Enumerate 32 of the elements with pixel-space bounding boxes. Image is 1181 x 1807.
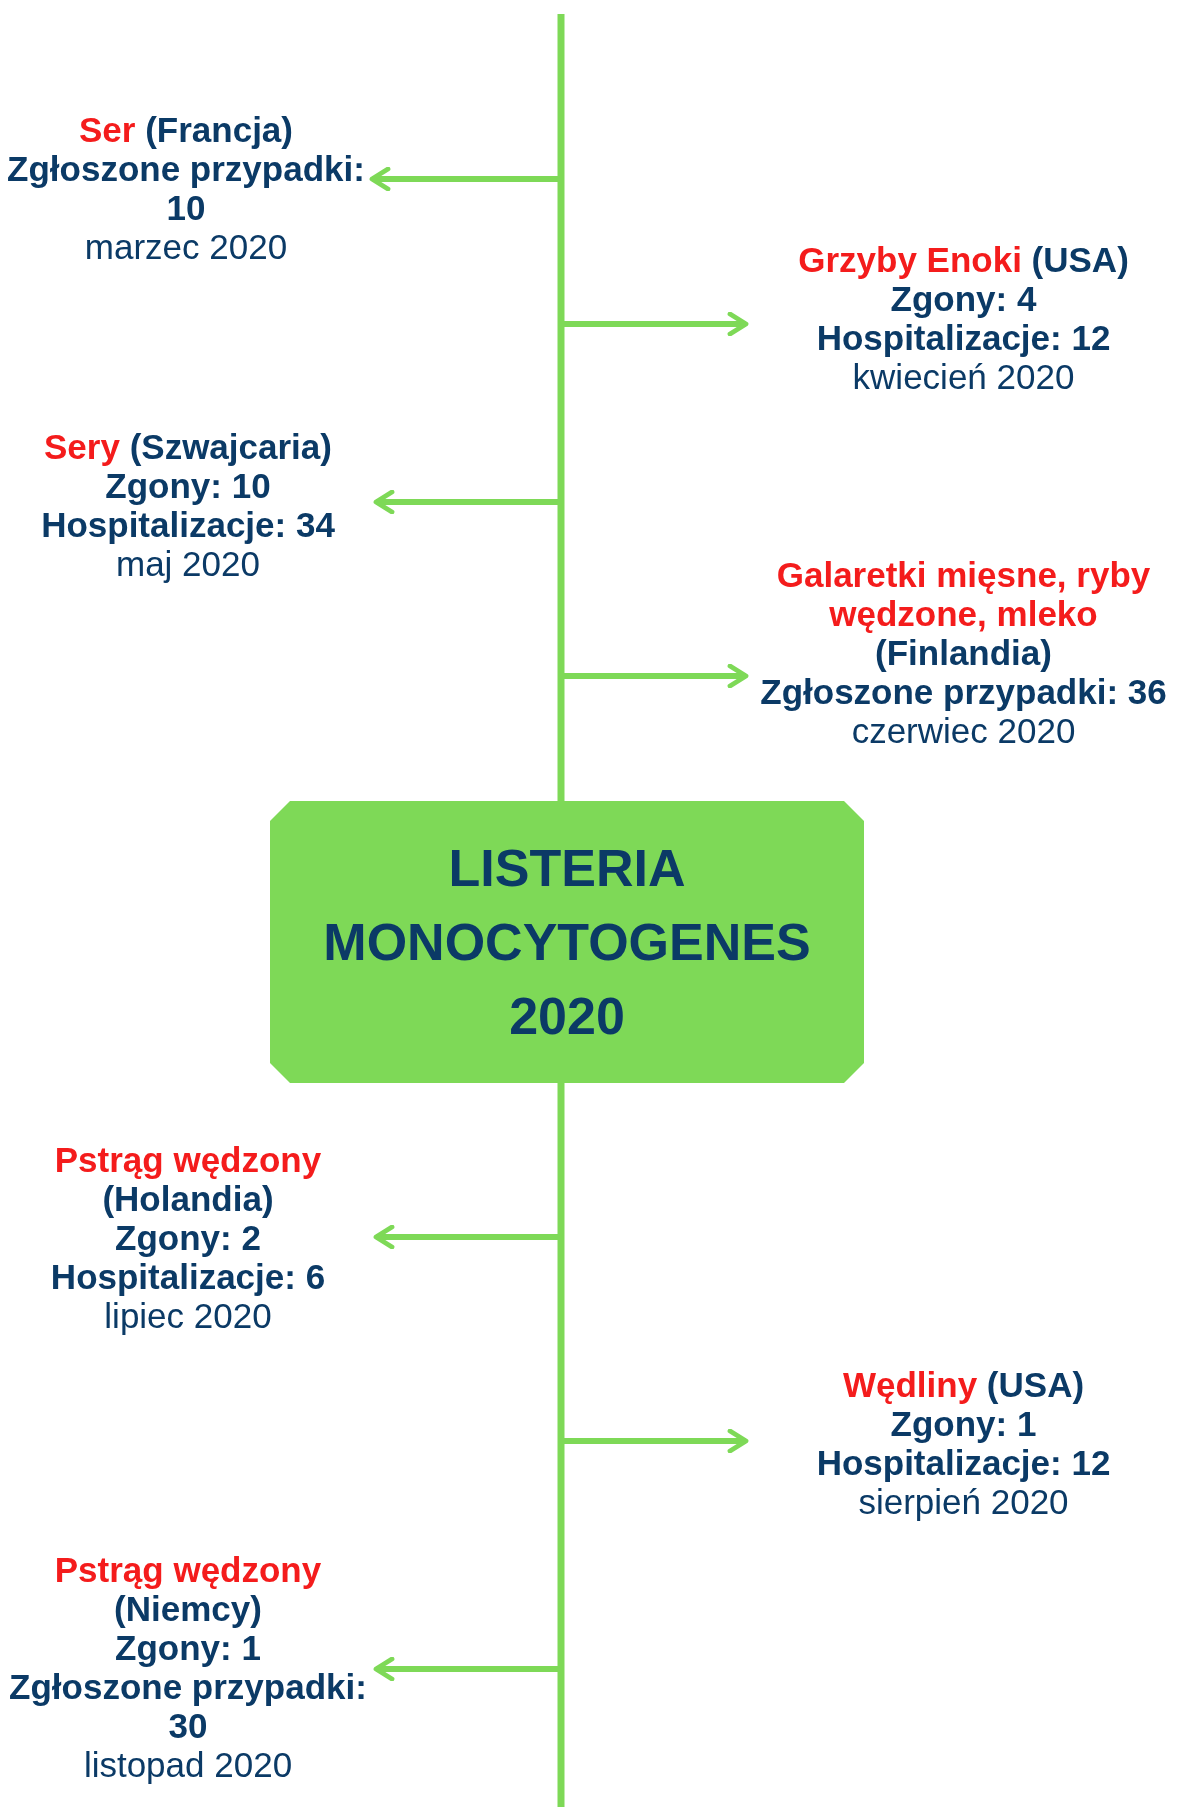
- arrow: [373, 1656, 561, 1682]
- date-text: sierpień 2020: [857, 1482, 1070, 1521]
- event-heading: Galaretki mięsne, ryby wędzone, mleko (Finlandia): [775, 555, 1152, 672]
- event-heading: Grzyby Enoki (USA): [797, 240, 1130, 279]
- stat-text: Hospitalizacje: 12: [815, 318, 1112, 357]
- event-heading: Pstrąg wędzony (Holandia): [53, 1140, 323, 1218]
- date-text: kwiecień 2020: [851, 357, 1076, 396]
- date-text: maj 2020: [115, 544, 261, 583]
- event-heading: Ser (Francja): [78, 110, 294, 149]
- stat-text: Zgony: 4: [889, 279, 1038, 318]
- stat-text: Hospitalizacje: 12: [815, 1443, 1112, 1482]
- event-heading: Pstrąg wędzony (Niemcy): [53, 1550, 323, 1628]
- stat-text: Zgłoszone przypadki: 36: [759, 672, 1168, 711]
- arrow: [561, 1428, 749, 1454]
- date-text: marzec 2020: [83, 227, 289, 266]
- title-box: LISTERIA MONOCYTOGENES 2020: [270, 801, 864, 1083]
- arrow: [561, 311, 749, 337]
- arrow: [561, 663, 749, 689]
- arrow: [369, 166, 561, 192]
- event-heading: Sery (Szwajcaria): [43, 427, 333, 466]
- stat-text: Hospitalizacje: 34: [40, 505, 336, 544]
- arrow: [373, 489, 561, 515]
- date-text: czerwiec 2020: [850, 711, 1077, 750]
- stat-text: Hospitalizacje: 6: [49, 1257, 327, 1296]
- date-text: listopad 2020: [82, 1745, 294, 1784]
- stat-text: Zgony: 10: [104, 466, 272, 505]
- event-heading: Wędliny (USA): [841, 1365, 1086, 1404]
- arrow: [373, 1224, 561, 1250]
- stat-text: Zgony: 1: [114, 1628, 262, 1667]
- stat-text: Zgony: 1: [889, 1404, 1038, 1443]
- stat-text: Zgony: 2: [114, 1218, 262, 1257]
- date-text: lipiec 2020: [103, 1296, 273, 1335]
